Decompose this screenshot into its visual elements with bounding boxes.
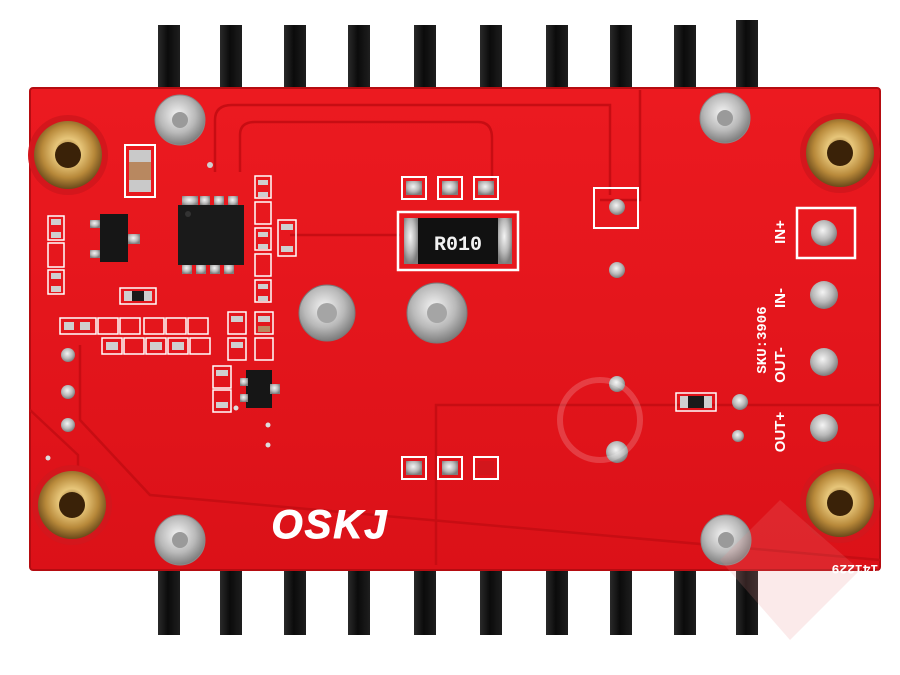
mount-hole-top-right — [800, 113, 880, 193]
small-smd-fill — [51, 180, 712, 408]
terminal-in-minus — [810, 281, 838, 309]
traces — [29, 90, 881, 565]
pad-label-out-plus: OUT+ — [772, 412, 789, 453]
mount-hole-bottom-right — [800, 463, 880, 543]
shunt-resistor — [396, 210, 520, 272]
pad-label-in-minus: IN- — [772, 288, 789, 308]
mounting-holes — [28, 113, 880, 545]
sot23-bottom — [240, 370, 280, 408]
resistor-code-label: R010 — [434, 234, 482, 257]
sku-label: SKU:3906 — [755, 306, 771, 373]
capacitor-top-left — [124, 144, 156, 198]
pad-label-in-plus: IN+ — [772, 220, 789, 244]
small-smd — [47, 175, 717, 413]
watermark — [557, 377, 860, 640]
terminal-out-minus — [810, 348, 838, 376]
mount-hole-top-left — [28, 115, 108, 195]
sot23-left — [90, 214, 140, 262]
smd-pads — [401, 176, 499, 480]
mount-hole-bottom-left — [32, 465, 112, 545]
controller-ic — [178, 196, 244, 274]
terminal-out-plus — [810, 414, 838, 442]
heatsink-top — [158, 20, 758, 95]
logo-text: OSKJ — [272, 503, 389, 547]
date-code-label: 141229 — [831, 561, 878, 576]
terminals — [593, 187, 857, 442]
heatsink-bottom — [158, 565, 758, 635]
terminal-in-plus-pad — [795, 206, 857, 260]
pad-label-out-minus: OUT- — [772, 347, 789, 383]
solder-points — [45, 92, 752, 566]
